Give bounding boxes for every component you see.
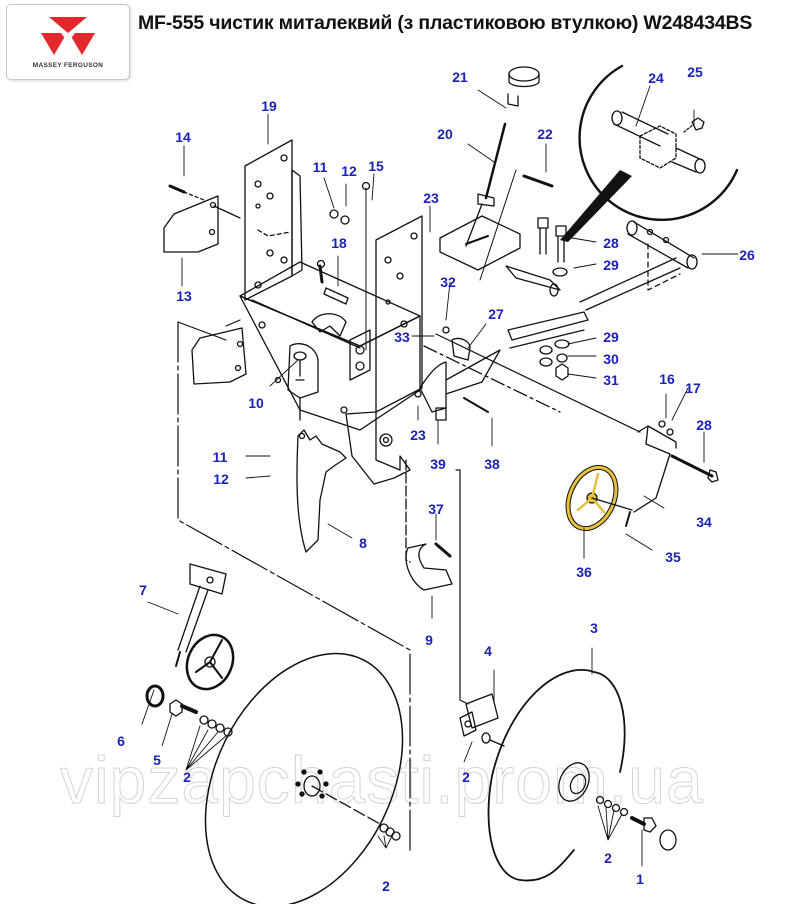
callout-22: 22	[537, 126, 553, 142]
part-28-bolts	[505, 217, 681, 381]
callout-31: 31	[603, 372, 619, 388]
callout-8: 8	[359, 535, 367, 551]
callout-35: 35	[665, 549, 681, 565]
part-4-bracket	[459, 693, 505, 747]
callout-11: 11	[312, 159, 328, 175]
part-8-sweep	[296, 429, 347, 553]
callout-27: 27	[488, 306, 504, 322]
callout-10: 10	[248, 395, 264, 411]
part-disc-left	[204, 652, 404, 904]
massey-ferguson-triple-triangle-icon	[41, 17, 95, 55]
part-26-shaft	[626, 220, 698, 291]
page-title: MF-555 чистик миталеквий (з пластиковою …	[138, 12, 753, 34]
part-7-bracket	[175, 563, 235, 691]
part-36-wheel	[565, 464, 633, 532]
callout-11: 11	[212, 449, 228, 465]
callout-6: 6	[117, 733, 125, 749]
callout-2: 2	[462, 769, 470, 785]
callout-24: 24	[648, 70, 664, 86]
callout-12: 12	[341, 163, 357, 179]
callout-12: 12	[213, 471, 229, 487]
part-34-arm	[625, 420, 719, 527]
brand-logo: MASSEY FERGUSON	[6, 4, 130, 80]
detail-magnifier	[560, 64, 739, 242]
callout-9: 9	[425, 632, 433, 648]
callout-2: 2	[382, 878, 390, 894]
callout-4: 4	[484, 643, 492, 659]
callout-13: 13	[176, 288, 192, 304]
callout-7: 7	[139, 582, 147, 598]
callout-16: 16	[659, 371, 675, 387]
callout-29: 29	[603, 257, 619, 273]
callout-39: 39	[430, 456, 446, 472]
callout-18: 18	[331, 235, 347, 251]
callout-23: 23	[410, 427, 426, 443]
callout-2: 2	[183, 769, 191, 785]
part-disc-right	[487, 669, 677, 882]
callout-2: 2	[604, 850, 612, 866]
part-20-21-adjuster	[439, 66, 554, 281]
callout-38: 38	[484, 456, 500, 472]
callout-25: 25	[687, 64, 703, 80]
callout-32: 32	[440, 274, 456, 290]
callout-19: 19	[261, 98, 277, 114]
callout-33: 33	[394, 329, 410, 345]
callout-36: 36	[576, 564, 592, 580]
callout-14: 14	[175, 129, 191, 145]
callout-28: 28	[603, 235, 619, 251]
part-hitch-rod	[414, 326, 641, 433]
callout-15: 15	[368, 158, 384, 174]
callout-29: 29	[603, 329, 619, 345]
part-9-bracket	[405, 459, 469, 705]
callout-1: 1	[636, 871, 644, 887]
callout-26: 26	[739, 247, 755, 263]
part-shank	[287, 343, 411, 485]
callout-20: 20	[437, 126, 453, 142]
callout-23: 23	[423, 190, 439, 206]
part-18-pin	[316, 181, 371, 351]
callout-21: 21	[452, 69, 468, 85]
brand-name: MASSEY FERGUSON	[32, 62, 104, 69]
callout-34: 34	[696, 514, 712, 530]
callout-37: 37	[428, 501, 444, 517]
part-13-plate	[163, 184, 241, 253]
leader-lines	[141, 85, 739, 867]
callout-5: 5	[153, 752, 161, 768]
callout-3: 3	[590, 620, 598, 636]
callout-30: 30	[603, 351, 619, 367]
callout-17: 17	[685, 380, 701, 396]
part-19-frame	[239, 139, 423, 431]
callout-28: 28	[696, 417, 712, 433]
part-left-plate	[177, 319, 411, 851]
part-5-6-hardware	[145, 684, 233, 737]
